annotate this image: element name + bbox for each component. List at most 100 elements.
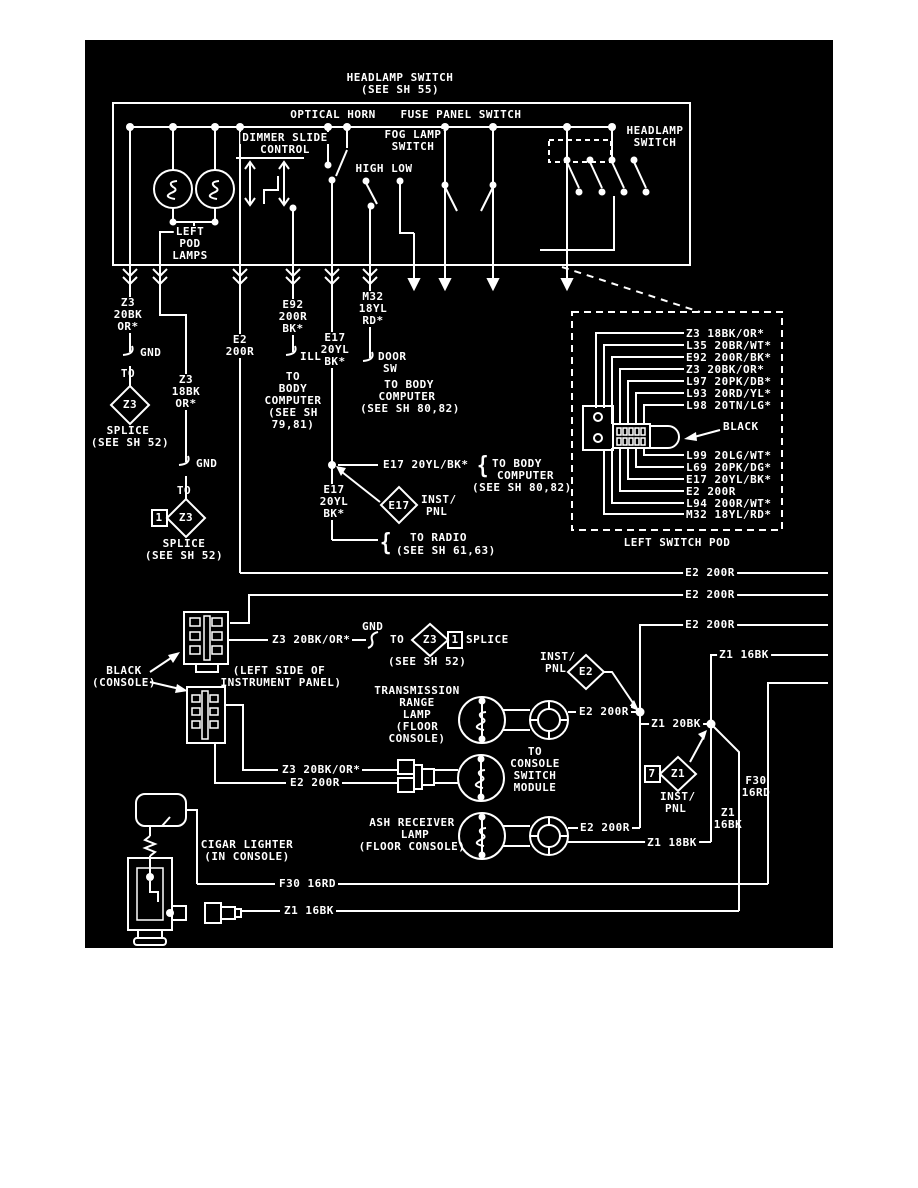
component-label: RANGE: [399, 696, 435, 709]
destination-label: (SEE SH: [268, 406, 318, 419]
splice-ref: (SEE SH 52): [388, 655, 467, 668]
pod-wire-label: L97 20PK/DB*: [686, 375, 772, 388]
black-console-arrows: [149, 652, 188, 693]
pod-wire-label: Z3 18BK/OR*: [686, 327, 765, 340]
bus-wire-label: E2 200R: [683, 618, 737, 631]
gnd-label: GND: [196, 457, 218, 470]
destination-label: (SEE SH 80,82): [360, 402, 460, 415]
wire-label: 16RD: [741, 786, 771, 799]
wire-label: E2: [230, 333, 250, 346]
wire-label: OR*: [173, 397, 199, 410]
z1-connector-diamond: [644, 730, 707, 793]
wire-label: 18BK: [169, 385, 203, 398]
cigar-lighter-icon: [127, 793, 198, 946]
dimmer-label: DIMMER SLIDE: [240, 131, 330, 144]
wire-label: RD*: [360, 314, 386, 327]
inst-pnl-label: INST/: [540, 650, 576, 663]
gnd-curl-icon: [367, 631, 379, 649]
wire-label: Z3 20BK/OR*: [280, 763, 363, 776]
fuse-panel-switch-icon: [441, 127, 497, 265]
brace-icon: {: [380, 529, 392, 557]
splice-pin: 1: [451, 633, 459, 646]
inst-pnl-label: INST/: [421, 493, 457, 506]
component-label: CIGAR LIGHTER: [200, 838, 294, 851]
pod-wire-label: L94 200R/WT*: [686, 497, 772, 510]
wire-label: Z3 20BK/OR*: [270, 633, 353, 646]
splice-label: SPLICE: [106, 424, 150, 437]
wire-label: Z1 16BK: [282, 904, 336, 917]
component-label: ASH RECEIVER: [369, 816, 455, 829]
bus-wire-label: E2 200R: [683, 566, 737, 579]
brace-icon: {: [477, 452, 489, 480]
pod-wire-label: E17 20YL/BK*: [686, 473, 772, 486]
pod-wire-label: L93 20RD/YL*: [686, 387, 772, 400]
to-label: TO: [176, 484, 192, 497]
wire-label: 16BK: [713, 818, 743, 831]
component-label: CONSOLE): [388, 732, 446, 745]
wire-label: F30 16RD: [277, 877, 338, 890]
connector-chevrons: [122, 268, 378, 286]
fog-lamp-switch-icon: [362, 177, 414, 234]
component-label: (FLOOR: [395, 720, 439, 733]
component-label: SWITCH: [513, 769, 557, 782]
black-console-label: BLACK: [106, 664, 142, 677]
component-label: TO: [527, 745, 543, 758]
component-label: LAMP: [400, 828, 430, 841]
wire-label: 200R: [223, 345, 257, 358]
location-label: (LEFT SIDE OF: [232, 664, 326, 677]
splice-pin: 1: [155, 511, 163, 524]
connector-code: E2: [578, 665, 594, 678]
gnd-label: GND: [140, 346, 162, 359]
wire-label: Z1: [720, 806, 736, 819]
wire-label: BK*: [321, 507, 347, 520]
splice-label: SPLICE: [466, 633, 509, 646]
inline-connector-icon: [397, 759, 435, 793]
wire-label: 20YL: [318, 343, 352, 356]
wire-label: E17: [321, 483, 347, 496]
splice-label: SPLICE: [162, 537, 206, 550]
wire-label: Z3: [118, 296, 138, 309]
wire-label: E92: [280, 298, 306, 311]
pod-wire-label: Z3 20BK/OR*: [686, 363, 765, 376]
diagram-background: [85, 40, 833, 948]
wire-label: BK*: [280, 322, 306, 335]
inst-pnl-label: PNL: [665, 802, 687, 815]
console-connector-icon: [186, 686, 226, 744]
to-label: TO: [390, 633, 405, 646]
wire-label: E2 200R: [578, 821, 632, 834]
destination-label: TO: [285, 370, 301, 383]
wire-label: Z1 18BK: [645, 836, 699, 849]
bus-wire-label: E2 200R: [683, 588, 737, 601]
wire-label: E17: [322, 331, 348, 344]
destination-label: COMPUTER: [497, 469, 554, 482]
pod-wire-label: E2 200R: [686, 485, 736, 498]
wire-label: 20YL: [317, 495, 351, 508]
wire-label: M32: [360, 290, 386, 303]
pod-wire-label: L69 20PK/DG*: [686, 461, 772, 474]
destination-label: (SEE SH 61,63): [396, 544, 496, 557]
diagram-title-ref: (SEE SH 55): [360, 83, 440, 96]
left-pod-lamps-label: LAMPS: [170, 249, 210, 262]
location-label: INSTRUMENT PANEL): [220, 676, 342, 689]
destination-label: TO BODY: [492, 457, 542, 470]
to-label: TO: [120, 367, 136, 380]
component-label: (IN CONSOLE): [204, 850, 290, 863]
destination-label: (SEE SH 80,82): [472, 481, 572, 494]
wire-label: 200R: [276, 310, 310, 323]
inst-pnl-label: PNL: [545, 662, 567, 675]
bus-wire-label: Z1 16BK: [717, 648, 771, 661]
destination-label: BODY: [278, 382, 308, 395]
wire-label: E17 20YL/BK*: [381, 458, 471, 471]
transmission-range-lamp-icon: [458, 696, 569, 744]
wire-label: Z1 20BK: [649, 717, 703, 730]
component-label: MODULE: [513, 781, 557, 794]
wire-label: Z3: [176, 373, 196, 386]
e2-connector-diamond: [566, 653, 639, 711]
component-label: TRANSMISSION: [374, 684, 460, 697]
pod-wire-label: L35 20BR/WT*: [686, 339, 772, 352]
pod-connector-icon: [582, 405, 680, 451]
console-switch-module-lamp-icon: [457, 754, 505, 802]
wire-label: BK*: [322, 355, 348, 368]
instrument-panel-connector-icon: [183, 611, 229, 673]
